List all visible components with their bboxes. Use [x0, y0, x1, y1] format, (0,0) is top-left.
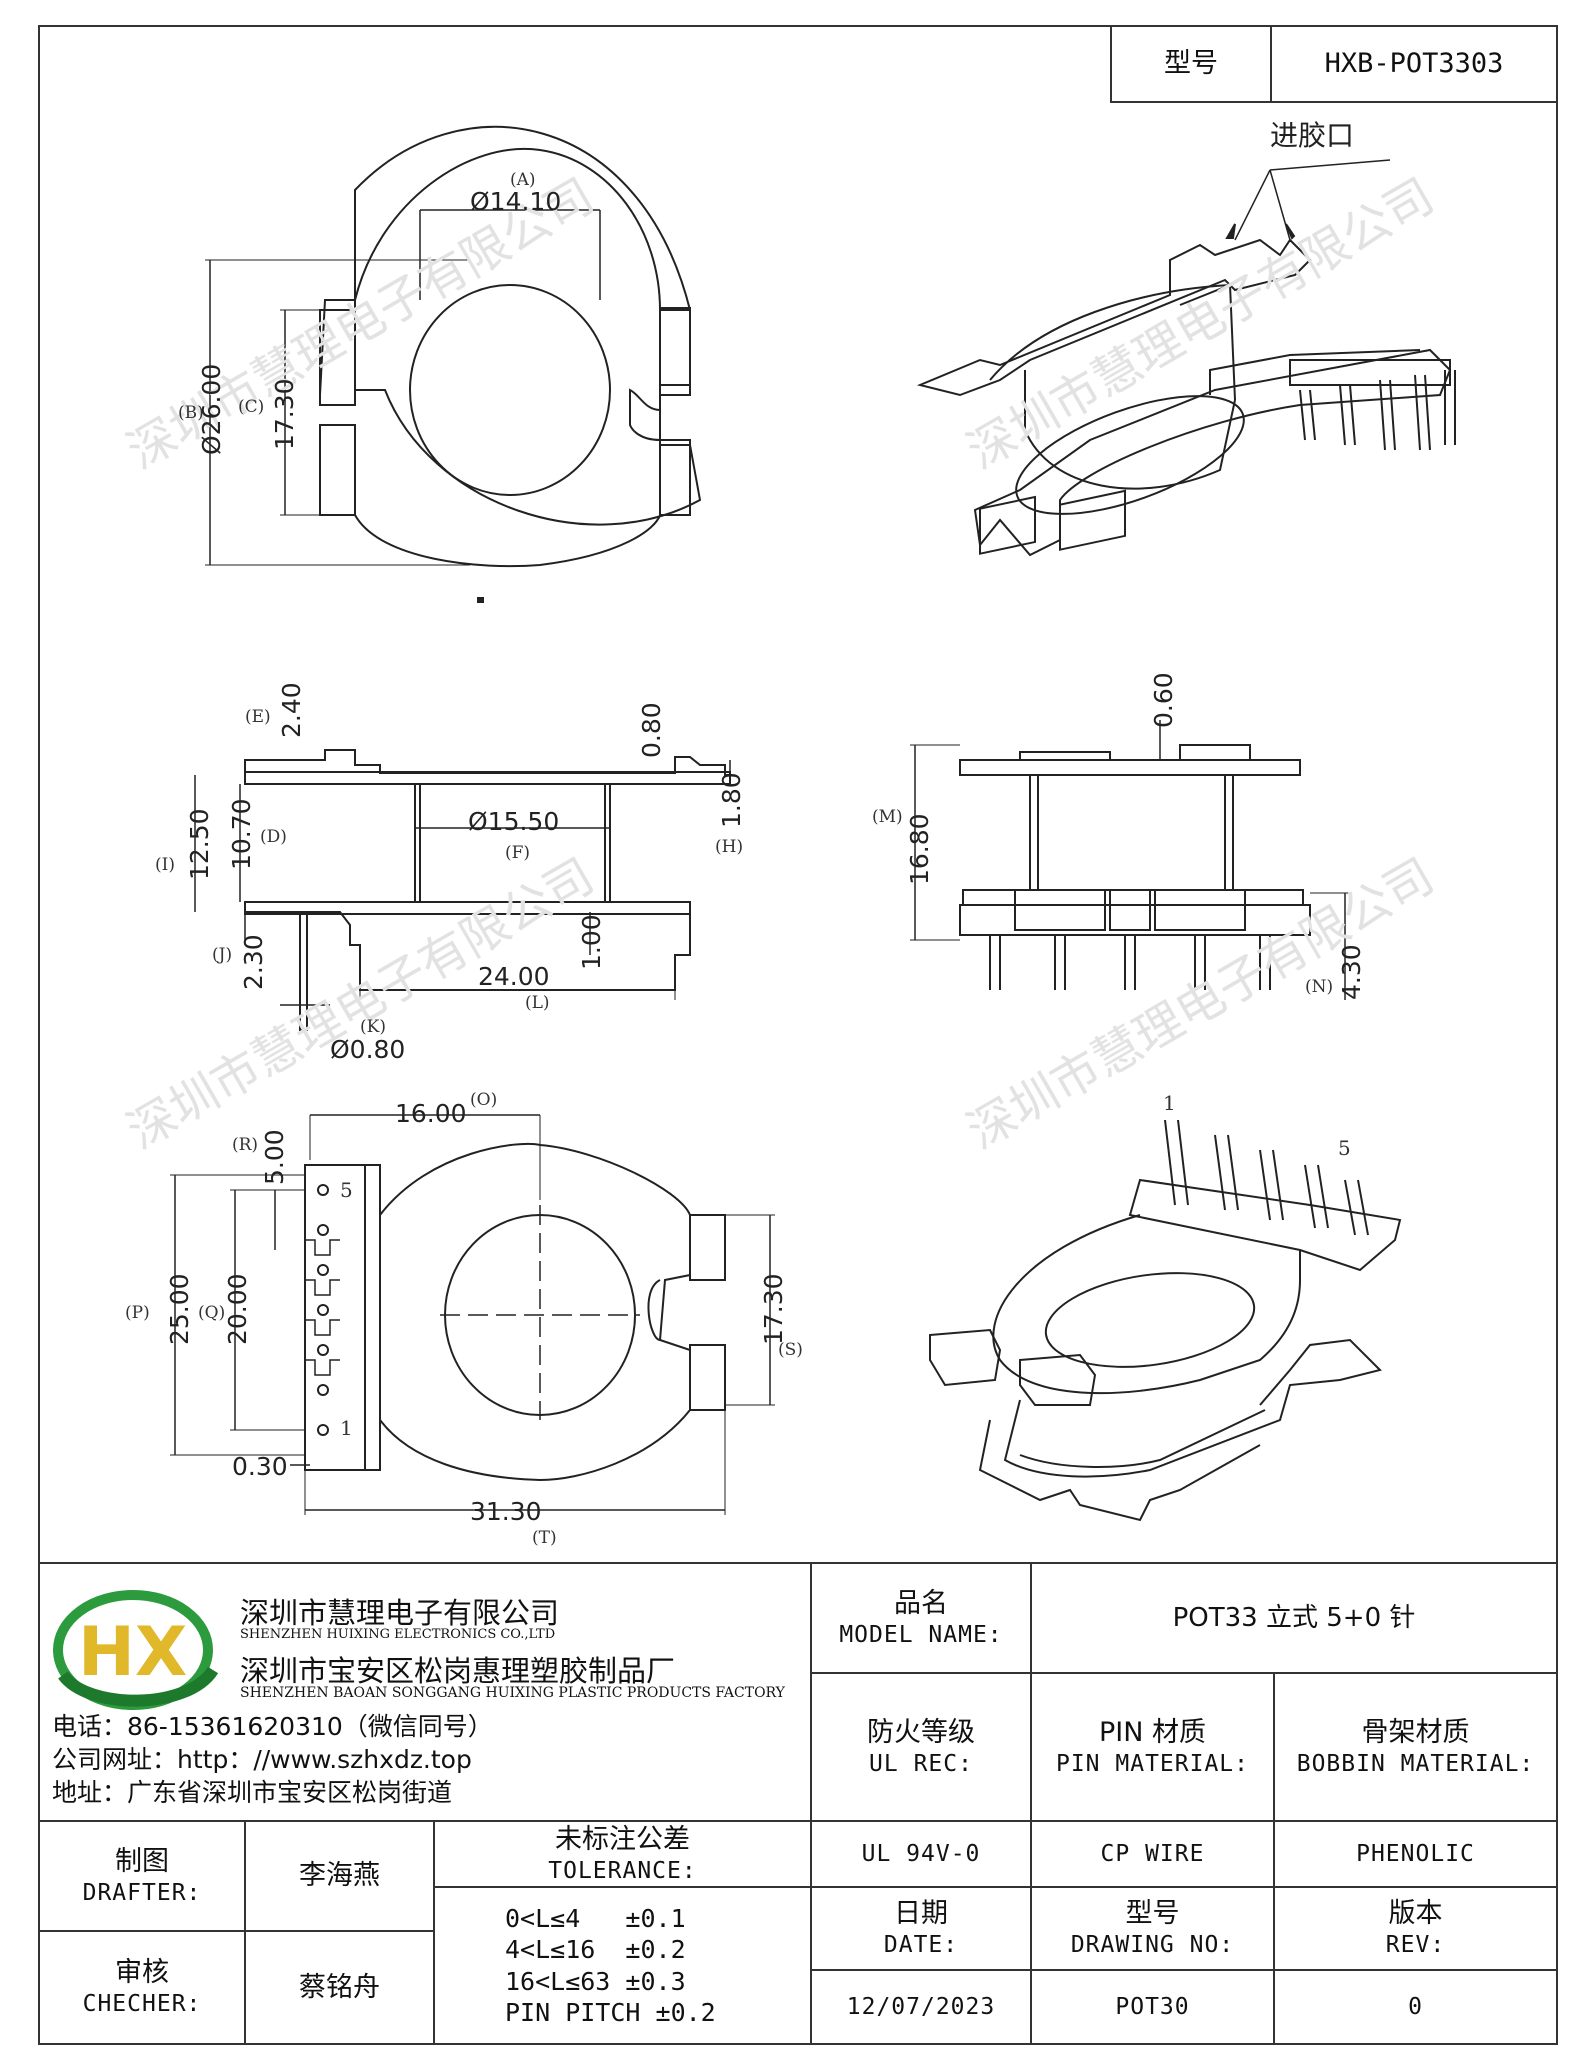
- company-phone: 电话：86-15361620310（微信同号）: [52, 1712, 493, 1741]
- dim-Q-label: (Q): [198, 1303, 225, 1323]
- dim-O-label: (O): [470, 1090, 497, 1110]
- dim-P-label: (P): [125, 1303, 150, 1323]
- factory-name-en: SHENZHEN BAOAN SONGGANG HUIXING PLASTIC …: [240, 1685, 785, 1701]
- dim-flange-gap: 1.00: [577, 914, 606, 970]
- company-address: 地址：广东省深圳市宝安区松岗街道: [52, 1778, 453, 1807]
- dim-D-value: 10.70: [227, 798, 256, 870]
- dim-N-value: 4.30: [1337, 944, 1366, 1000]
- pin-material-label: PIN 材质 PIN MATERIAL:: [1030, 1672, 1275, 1822]
- top-view: [205, 125, 702, 603]
- ul-rec-label: 防火等级 UL REC:: [810, 1672, 1032, 1822]
- tolerance-row-2: 4<L≤16 ±0.2: [505, 1935, 686, 1965]
- svg-text:HX: HX: [78, 1613, 187, 1692]
- dim-K-value: Ø0.80: [330, 1035, 405, 1064]
- dim-C-value: 17.30: [270, 378, 299, 450]
- dim-I-value: 12.50: [185, 808, 214, 880]
- factory-name-cn: 深圳市宝安区松岗惠理塑胶制品厂: [240, 1654, 676, 1688]
- dim-Q-value: 20.00: [223, 1273, 252, 1345]
- dim-E-label: (E): [245, 707, 271, 727]
- iso-pin-label-1: 1: [1163, 1091, 1176, 1115]
- svg-text:深圳市慧理电子有限公司: 深圳市慧理电子有限公司: [958, 168, 1443, 481]
- pin-label-1: 1: [340, 1416, 353, 1440]
- dim-F-label: (F): [505, 843, 530, 863]
- dim-B-label: (B): [178, 403, 204, 423]
- model-name-label: 品名 MODEL NAME:: [810, 1562, 1032, 1674]
- dim-J-value: 2.30: [239, 934, 268, 990]
- dim-S-value: 17.30: [759, 1273, 788, 1345]
- iso-view-top: [916, 159, 1456, 557]
- checker-label: 审核 CHECHER:: [38, 1930, 246, 2045]
- dim-K-label: (K): [360, 1017, 386, 1037]
- drafter-name: 李海燕: [244, 1820, 435, 1932]
- iso-view-bottom: [929, 1119, 1402, 1522]
- dim-top-gap-side: 0.80: [637, 702, 666, 758]
- tolerance-label: 未标注公差 TOLERANCE:: [433, 1820, 812, 1888]
- dim-S-label: (S): [778, 1340, 803, 1360]
- dim-B-value: Ø26.00: [197, 364, 226, 455]
- dim-A-label: (A): [510, 170, 536, 190]
- dim-H-value: 1.80: [717, 772, 746, 828]
- company-name-cn: 深圳市慧理电子有限公司: [240, 1596, 560, 1630]
- iso-pin-label-5: 5: [1338, 1136, 1351, 1160]
- drafter-label: 制图 DRAFTER:: [38, 1820, 246, 1932]
- company-website: 公司网址：http：//www.szhxdz.top: [52, 1745, 472, 1774]
- dim-top-gap-front: 0.60: [1149, 672, 1178, 728]
- rev-value: 0: [1273, 1969, 1558, 2045]
- ul-rec-value: UL 94V-0: [810, 1820, 1032, 1888]
- pin-label-5: 5: [340, 1178, 353, 1202]
- company-name-en: SHENZHEN HUIXING ELECTRONICS CO.,LTD: [240, 1627, 556, 1642]
- dim-R-label: (R): [232, 1135, 258, 1155]
- dim-H-label: (H): [715, 837, 743, 857]
- dim-F-value: Ø15.50: [468, 807, 559, 836]
- title-block-top-rule: [38, 1562, 1558, 1564]
- bottom-view: [170, 1114, 775, 1515]
- dim-M-label: (M): [872, 807, 903, 827]
- rev-label: 版本 REV:: [1273, 1886, 1558, 1971]
- company-block: HX 深圳市慧理电子有限公司 SHENZHEN HUIXING ELECTRON…: [40, 1565, 810, 1825]
- bobbin-material-value: PHENOLIC: [1273, 1820, 1558, 1888]
- dim-N-label: (N): [1305, 977, 1333, 997]
- dim-C-label: (C): [238, 397, 264, 417]
- dim-edge-gap: 0.30: [232, 1452, 288, 1481]
- watermark: 深圳市慧理电子有限公司 深圳市慧理电子有限公司 深圳市慧理电子有限公司 深圳市慧…: [118, 168, 1443, 1161]
- header-model-value: HXB-POT3303: [1270, 25, 1558, 103]
- dim-I-label: (I): [155, 855, 175, 875]
- date-value: 12/07/2023: [810, 1969, 1032, 2045]
- svg-text:深圳市慧理电子有限公司: 深圳市慧理电子有限公司: [958, 848, 1443, 1161]
- dim-M-value: 16.80: [905, 813, 934, 885]
- tolerance-row-3: 16<L≤63 ±0.3: [505, 1966, 686, 1996]
- side-view: [194, 749, 731, 1031]
- dim-R-value: 5.00: [260, 1129, 289, 1185]
- technical-drawing: 深圳市慧理电子有限公司 深圳市慧理电子有限公司 深圳市慧理电子有限公司 深圳市慧…: [118, 119, 1456, 1548]
- header-model-label: 型号: [1110, 25, 1272, 103]
- gate-note: 进胶口: [1270, 119, 1354, 152]
- dim-J-label: (J): [212, 945, 232, 965]
- dim-L-label: (L): [525, 993, 550, 1013]
- dim-D-label: (D): [260, 827, 287, 847]
- dim-E-value: 2.40: [277, 682, 306, 738]
- tolerance-row-1: 0<L≤4 ±0.1: [505, 1904, 686, 1933]
- date-label: 日期 DATE:: [810, 1886, 1032, 1971]
- dim-O-value: 16.00: [395, 1099, 467, 1128]
- checker-name: 蔡铭舟: [244, 1930, 435, 2045]
- model-name-value: POT33 立式 5+0 针: [1030, 1562, 1558, 1674]
- bobbin-material-label: 骨架材质 BOBBIN MATERIAL:: [1273, 1672, 1558, 1822]
- tolerance-row-4: PIN PITCH ±0.2: [505, 1997, 716, 2027]
- company-logo: HX: [53, 1590, 218, 1710]
- dim-L-value: 24.00: [478, 962, 550, 991]
- tolerance-table: 0<L≤4 ±0.1 4<L≤16 ±0.2 16<L≤63 ±0.3 PIN …: [433, 1886, 812, 2045]
- dim-T-value: 31.30: [470, 1497, 542, 1526]
- dim-T-label: (T): [532, 1528, 557, 1548]
- drawing-no-label: 型号 DRAWING NO:: [1030, 1886, 1275, 1971]
- front-view: [910, 720, 1350, 1000]
- drawing-no-value: POT30: [1030, 1969, 1275, 2045]
- pin-material-value: CP WIRE: [1030, 1820, 1275, 1888]
- dim-P-value: 25.00: [165, 1273, 194, 1345]
- dim-A-value: Ø14.10: [470, 187, 561, 216]
